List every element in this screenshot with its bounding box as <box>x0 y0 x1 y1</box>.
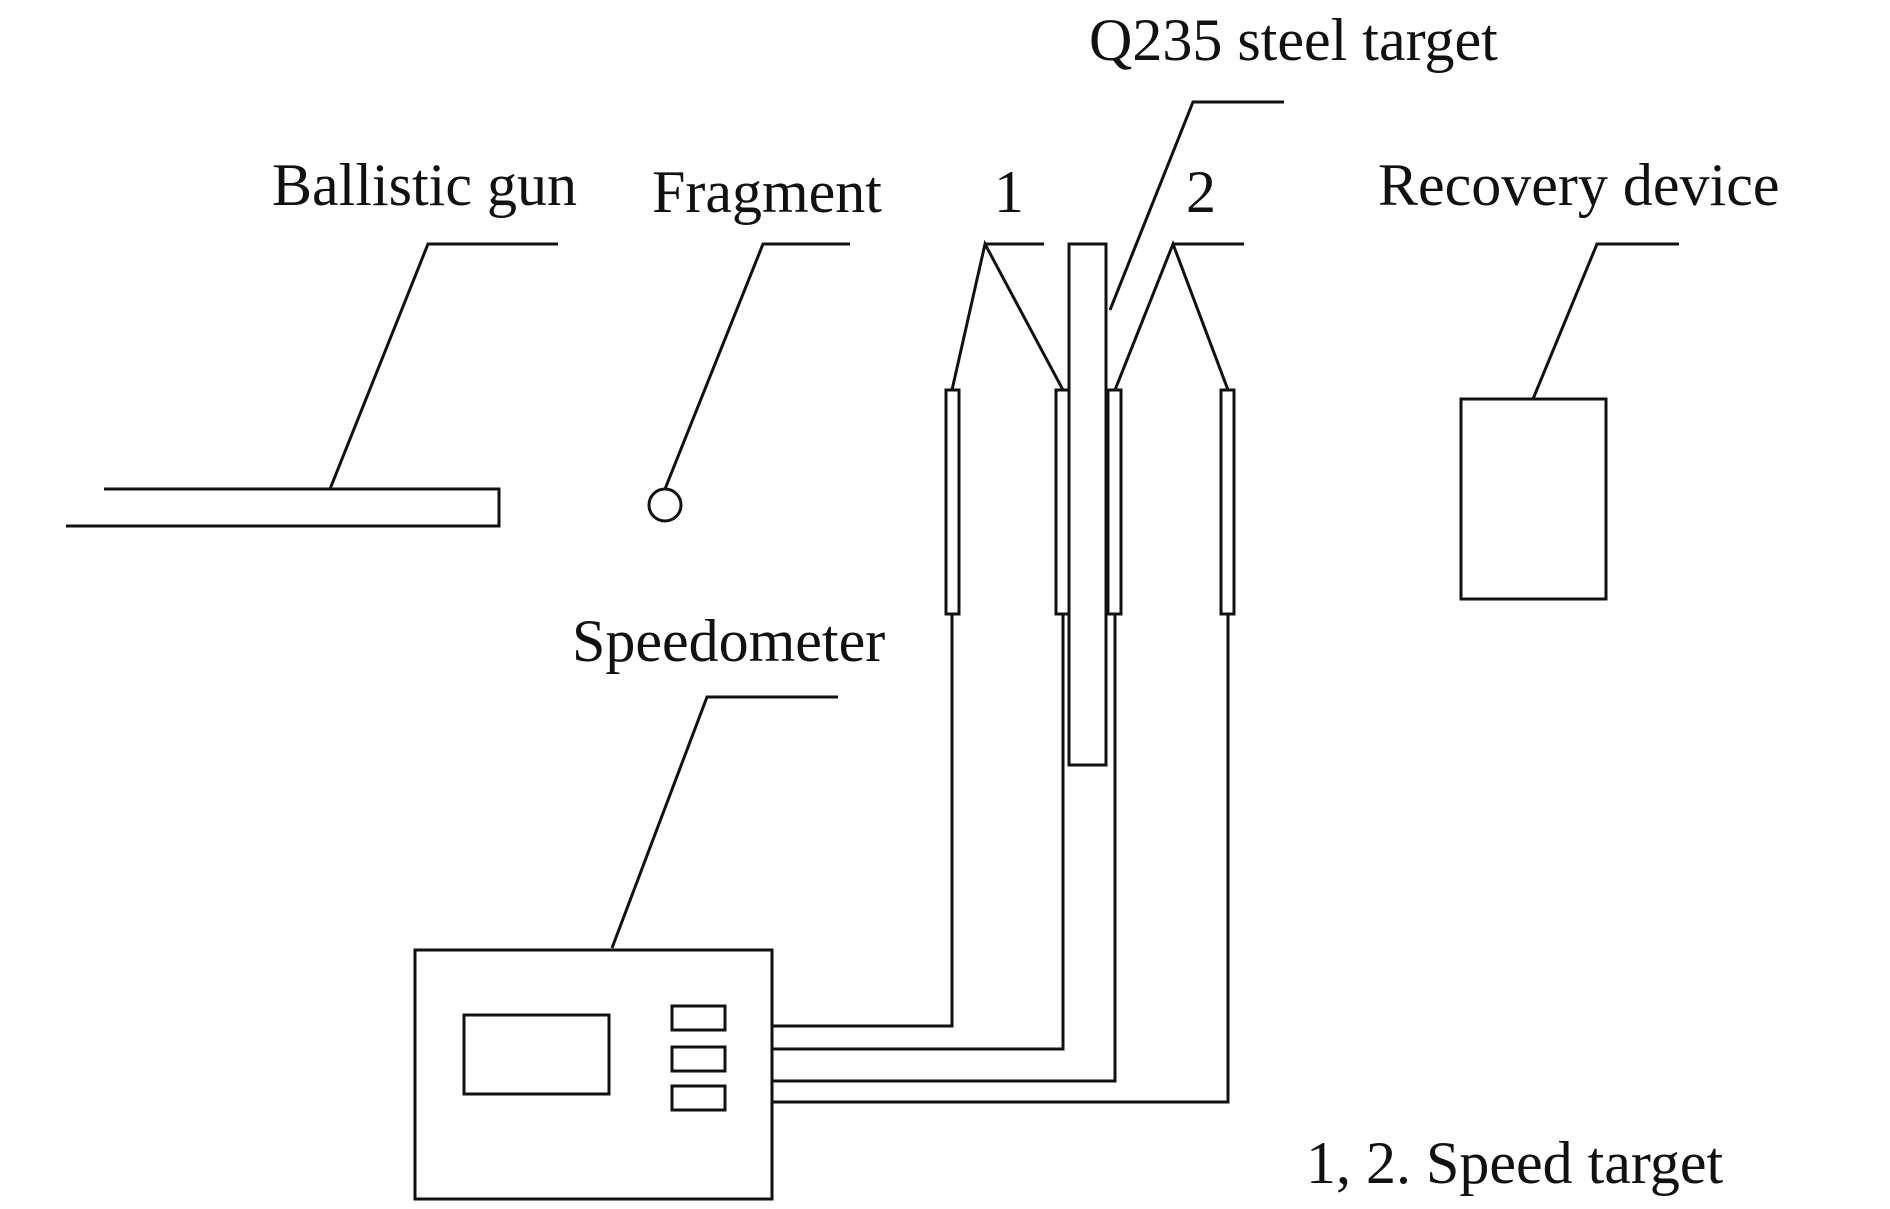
speedometer-wires <box>772 614 1230 1104</box>
speedometer-display <box>462 1013 611 1096</box>
steel-target-plate <box>1067 242 1108 767</box>
speed-target-1-screen-a <box>944 388 961 616</box>
speed-target-1-screen-b <box>1054 388 1071 616</box>
speed-target-1: 1 <box>944 159 1071 616</box>
ballistic-gun-barrel <box>66 487 501 528</box>
fragment: Fragment <box>647 159 882 523</box>
ballistic-gun-leader-line <box>328 242 558 490</box>
speed-target-1-leader-line <box>950 239 1065 391</box>
speed-target-2-screen-a <box>1106 388 1123 616</box>
ballistic-gun-label: Ballistic gun <box>272 152 577 218</box>
wire-target-1a <box>772 614 954 1028</box>
steel-target-leader-line <box>1108 100 1284 311</box>
speedometer: Speedometer <box>413 608 885 1201</box>
fragment-label: Fragment <box>652 159 882 225</box>
speedometer-label: Speedometer <box>572 608 885 674</box>
wire-target-2a <box>772 614 1117 1083</box>
speed-target-1-label: 1 <box>994 159 1024 225</box>
recovery-device-label: Recovery device <box>1378 152 1779 218</box>
wire-target-2b <box>772 614 1230 1104</box>
speedometer-button-2 <box>670 1045 727 1073</box>
speed-target-2-screen-b <box>1219 388 1236 616</box>
fragment-circle <box>647 487 683 523</box>
wire-target-1b <box>772 614 1065 1051</box>
speedometer-leader-line <box>610 695 838 949</box>
recovery-device-box <box>1459 397 1608 601</box>
recovery-device-leader-line <box>1531 242 1679 400</box>
speedometer-button-1 <box>670 1004 727 1032</box>
steel-target: Q235 steel target <box>1067 7 1498 767</box>
speed-target-2: 2 <box>1106 159 1244 616</box>
ballistic-gun: Ballistic gun <box>66 152 577 528</box>
speedometer-button-3 <box>670 1084 727 1112</box>
fragment-leader-line <box>663 242 850 490</box>
recovery-device: Recovery device <box>1378 152 1779 601</box>
speed-target-2-label: 2 <box>1186 159 1216 225</box>
steel-target-label: Q235 steel target <box>1089 7 1498 73</box>
speed-target-2-leader-line <box>1113 239 1230 391</box>
speed-target-legend: 1, 2. Speed target <box>1306 1130 1723 1196</box>
